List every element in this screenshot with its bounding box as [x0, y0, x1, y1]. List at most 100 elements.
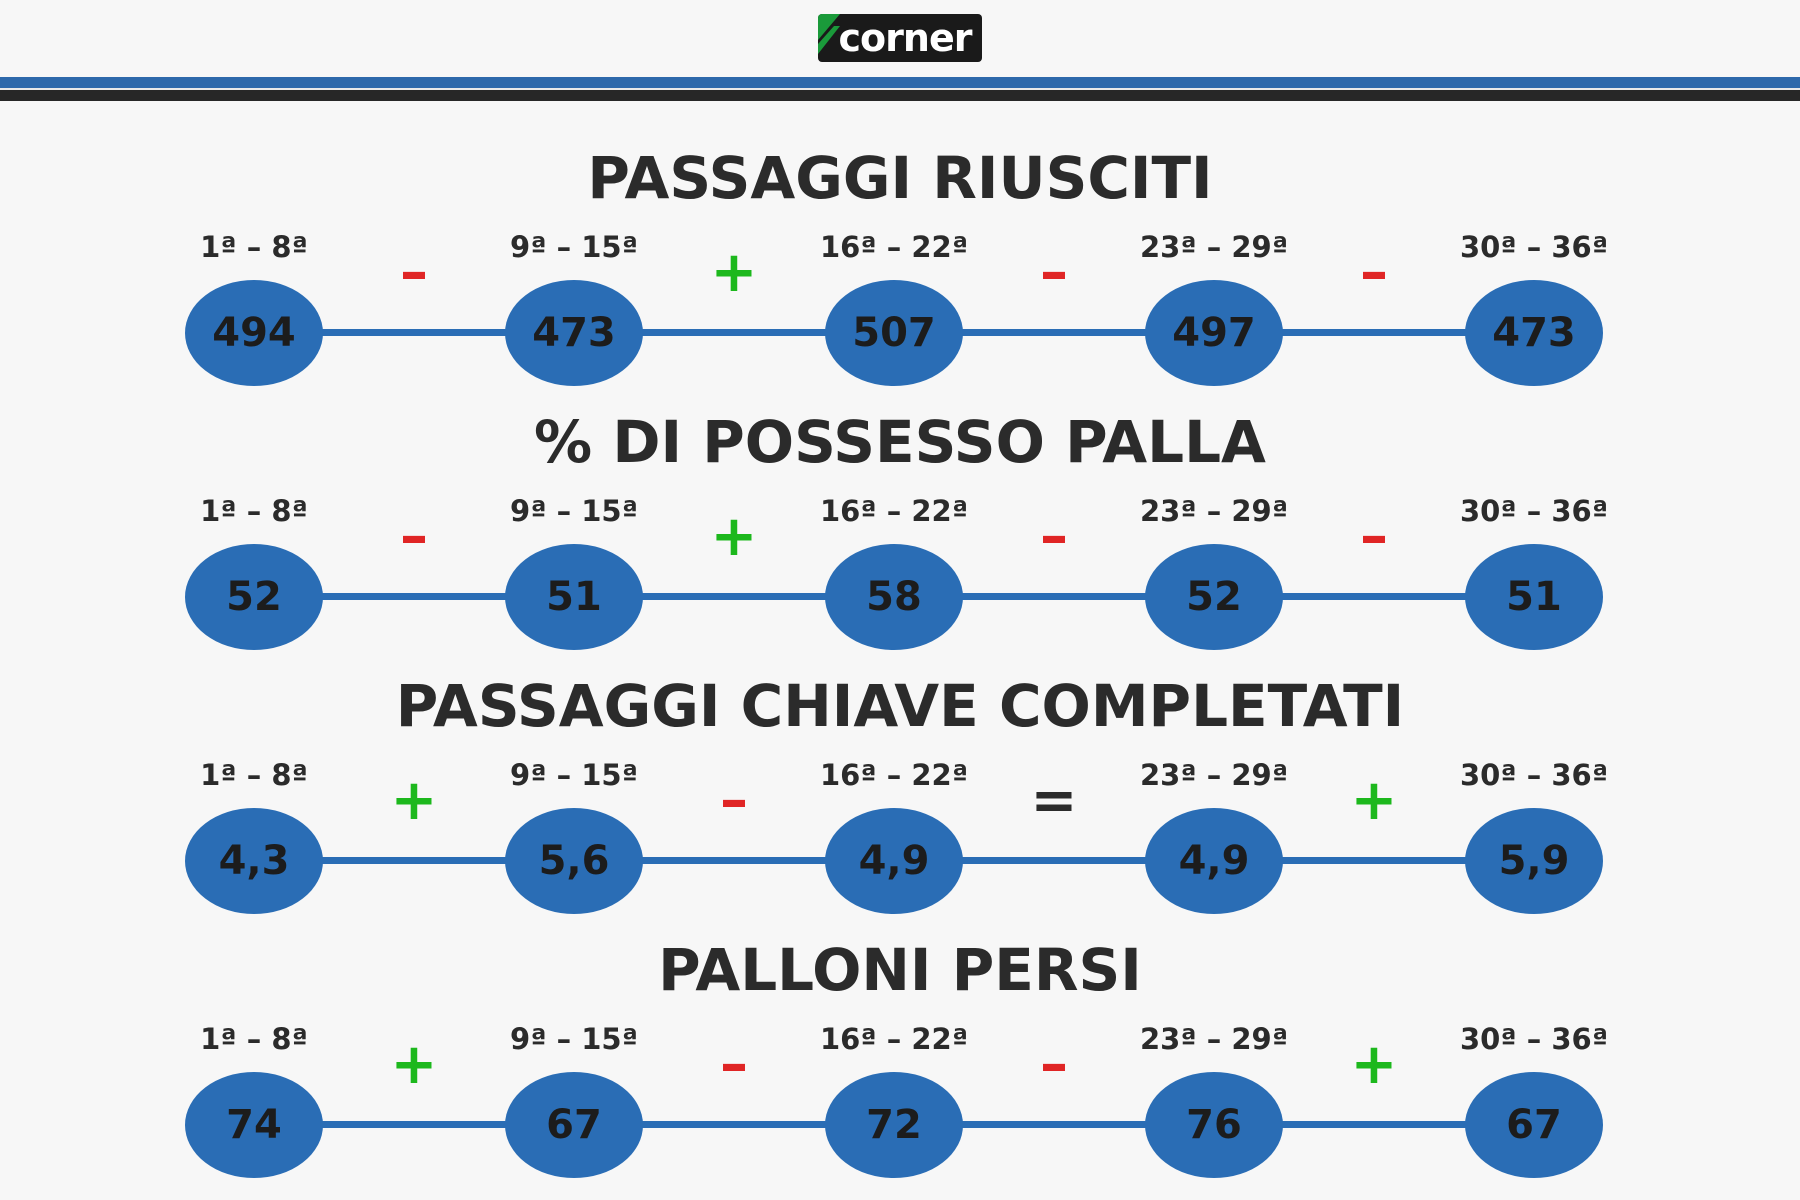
- stat-value: 4,3: [218, 838, 290, 884]
- period-range-label: 30ª – 36ª: [1459, 494, 1609, 528]
- change-symbol: –: [1360, 240, 1388, 305]
- period-range-label: 1ª – 8ª: [200, 1022, 308, 1056]
- header: corner: [0, 0, 1800, 102]
- stat-value: 494: [212, 310, 296, 356]
- period-range-label: 23ª – 29ª: [1139, 1022, 1289, 1056]
- stat-value: 473: [532, 310, 616, 356]
- header-blue-band: [0, 77, 1800, 88]
- stat-value: 76: [1186, 1102, 1242, 1148]
- change-symbol: +: [390, 768, 438, 833]
- period-range-label: 16ª – 22ª: [819, 758, 969, 792]
- stat-node: 494: [185, 280, 323, 386]
- stat-value: 67: [546, 1102, 602, 1148]
- change-minus-icon: –: [1344, 504, 1404, 569]
- change-symbol: –: [1360, 504, 1388, 569]
- stat-node: 51: [1465, 544, 1603, 650]
- stat-value: 67: [1506, 1102, 1562, 1148]
- stat-section: PALLONI PERSI 1ª – 8ª 9ª – 15ª 16ª – 22ª 23ª…: [0, 930, 1800, 1192]
- change-symbol: –: [720, 1032, 748, 1097]
- timeline: 1ª – 8ª 9ª – 15ª 16ª – 22ª 23ª – 29ª 30ª – 3…: [0, 1010, 1800, 1200]
- stat-section: PASSAGGI CHIAVE COMPLETATI 1ª – 8ª 9ª – 15…: [0, 666, 1800, 928]
- stat-node: 67: [1465, 1072, 1603, 1178]
- header-dark-band: [0, 90, 1800, 101]
- stat-node: 473: [505, 280, 643, 386]
- change-minus-icon: –: [704, 1032, 764, 1097]
- change-plus-icon: +: [384, 1037, 444, 1093]
- period-range-label: 30ª – 36ª: [1459, 1022, 1609, 1056]
- change-symbol: +: [710, 240, 758, 305]
- stat-node: 4,9: [1145, 808, 1283, 914]
- change-symbol: –: [400, 240, 428, 305]
- change-symbol: –: [1040, 504, 1068, 569]
- period-range-label: 16ª – 22ª: [819, 230, 969, 264]
- change-minus-icon: –: [1024, 1032, 1084, 1097]
- section-title: PALLONI PERSI: [658, 936, 1142, 1004]
- stat-section: PASSAGGI RIUSCITI 1ª – 8ª 9ª – 15ª 16ª – 22…: [0, 138, 1800, 400]
- stat-node: 473: [1465, 280, 1603, 386]
- logo-mark-icon: [818, 14, 840, 54]
- period-range-label: 9ª – 15ª: [510, 494, 638, 528]
- change-plus-icon: +: [1344, 768, 1404, 833]
- stat-value: 52: [1186, 574, 1242, 620]
- change-symbol: –: [720, 768, 748, 833]
- period-range-label: 1ª – 8ª: [200, 230, 308, 264]
- logo-text: corner: [838, 16, 973, 60]
- period-range-label: 16ª – 22ª: [819, 1022, 969, 1056]
- stat-value: 4,9: [1178, 838, 1250, 884]
- section-title: PASSAGGI RIUSCITI: [587, 144, 1213, 212]
- stat-value: 51: [546, 574, 602, 620]
- stat-node: 51: [505, 544, 643, 650]
- change-symbol: –: [400, 504, 428, 569]
- stat-node: 507: [825, 280, 963, 386]
- period-range-label: 9ª – 15ª: [510, 1022, 638, 1056]
- change-plus-icon: +: [704, 240, 764, 305]
- period-range-label: 23ª – 29ª: [1139, 230, 1289, 264]
- period-range-label: 23ª – 29ª: [1139, 758, 1289, 792]
- stat-node: 4,3: [185, 808, 323, 914]
- stat-node: 58: [825, 544, 963, 650]
- change-symbol: –: [1040, 1032, 1068, 1097]
- stat-node: 5,9: [1465, 808, 1603, 914]
- change-symbol: +: [1350, 1032, 1398, 1097]
- period-range-label: 9ª – 15ª: [510, 758, 638, 792]
- stat-node: 67: [505, 1072, 643, 1178]
- stat-node: 52: [185, 544, 323, 650]
- change-symbol: =: [1030, 768, 1078, 833]
- period-range-label: 23ª – 29ª: [1139, 494, 1289, 528]
- period-range-label: 1ª – 8ª: [200, 494, 308, 528]
- stat-value: 507: [852, 310, 936, 356]
- period-range-label: 1ª – 8ª: [200, 758, 308, 792]
- section-title: % DI POSSESSO PALLA: [534, 408, 1266, 476]
- change-minus-icon: –: [704, 768, 764, 833]
- change-minus-icon: –: [1024, 245, 1084, 301]
- stat-value: 473: [1492, 310, 1576, 356]
- stat-node: 497: [1145, 280, 1283, 386]
- stat-node: 4,9: [825, 808, 963, 914]
- change-plus-icon: +: [1344, 1032, 1404, 1097]
- change-symbol: +: [1350, 768, 1398, 833]
- period-range-label: 9ª – 15ª: [510, 230, 638, 264]
- change-symbol: +: [710, 504, 758, 569]
- change-minus-icon: –: [1344, 240, 1404, 305]
- stat-node: 5,6: [505, 808, 643, 914]
- stat-value: 5,6: [538, 838, 610, 884]
- stat-value: 5,9: [1498, 838, 1570, 884]
- section-title: PASSAGGI CHIAVE COMPLETATI: [395, 672, 1405, 740]
- change-minus-icon: –: [1024, 504, 1084, 569]
- change-plus-icon: +: [704, 504, 764, 569]
- stat-value: 51: [1506, 574, 1562, 620]
- stat-value: 58: [866, 574, 922, 620]
- change-minus-icon: –: [384, 240, 444, 305]
- stat-node: 76: [1145, 1072, 1283, 1178]
- stat-value: 497: [1172, 310, 1256, 356]
- brand-logo: corner: [818, 14, 982, 62]
- change-equal-icon: =: [1024, 768, 1084, 833]
- stat-value: 4,9: [858, 838, 930, 884]
- stat-value: 74: [226, 1102, 282, 1148]
- stat-node: 72: [825, 1072, 963, 1178]
- stat-value: 72: [866, 1102, 922, 1148]
